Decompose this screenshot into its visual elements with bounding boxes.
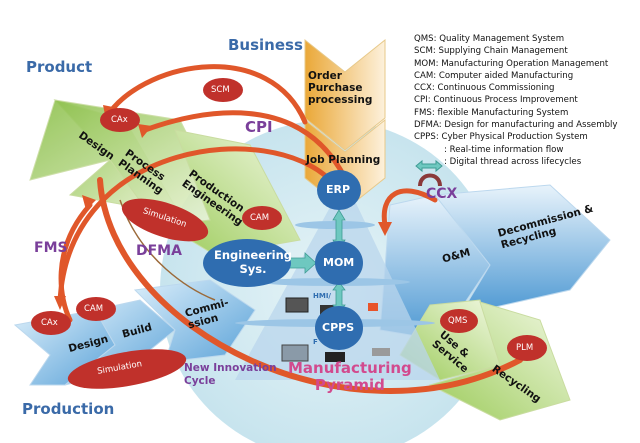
label-engineering-sys: Engineering Sys. xyxy=(214,248,293,276)
ccx-arrow xyxy=(381,188,438,228)
oval-cam-product xyxy=(242,206,282,230)
engineering-mom-arrow xyxy=(287,252,317,274)
legend-realtime-flow: : Real-time information flow xyxy=(444,144,564,155)
legend-item: CPPS: Cyber Physical Production System xyxy=(414,132,588,143)
label-ccx: CCX xyxy=(426,186,458,202)
cpi-arrow xyxy=(142,110,348,181)
node-erp xyxy=(317,170,361,210)
label-hmi: HMI/ xyxy=(313,292,331,300)
label-scm: SCM xyxy=(211,85,230,95)
legend-item: CCX: Continuous Commissioning xyxy=(414,83,555,94)
oval-plm xyxy=(507,335,547,361)
label-cax-product: CAx xyxy=(111,115,128,125)
pyramid-layer-1 xyxy=(295,221,375,229)
label-cax-production: CAx xyxy=(41,318,58,328)
oval-cax-product xyxy=(100,108,140,132)
design-feedback-arrow xyxy=(58,202,93,323)
arrowhead-icon xyxy=(82,195,96,210)
hmi-device-icon xyxy=(285,297,309,313)
legend: QMS: Quality Management System SCM: Supp… xyxy=(414,33,618,168)
oval-qms xyxy=(440,309,478,333)
legend-realtime-flow-icon xyxy=(415,159,443,173)
arrowhead-icon xyxy=(138,124,152,138)
oval-simulation-production xyxy=(67,349,187,389)
oval-simulation-product xyxy=(121,198,209,242)
legend-item: FMS: flexible Manufacturing System xyxy=(414,107,569,118)
label-cpps: CPPS xyxy=(322,321,355,334)
label-erp: ERP xyxy=(326,183,351,196)
stage-order-purchase: Order Purchase processing xyxy=(308,70,373,106)
label-new-innovation-cycle: New Innovation Cycle xyxy=(184,362,277,387)
label-cam-product: CAM xyxy=(250,213,270,223)
label-dfma: DFMA xyxy=(136,243,182,259)
legend-item: DFMA: Design for manufacturing and Assem… xyxy=(414,120,618,131)
alarm-device-icon xyxy=(368,303,378,311)
arrowhead-icon xyxy=(378,222,392,236)
digital-thread-arrows xyxy=(57,64,523,394)
arrowhead-icon xyxy=(54,296,66,310)
nodes xyxy=(203,170,363,350)
node-engineering-sys xyxy=(203,239,291,287)
label-qms: QMS xyxy=(448,316,468,326)
realtime-flow-arrows xyxy=(287,209,346,314)
label-field: F xyxy=(313,338,318,346)
label-plm: PLM xyxy=(516,343,534,353)
ovals xyxy=(31,78,547,389)
label-mom: MOM xyxy=(323,256,355,269)
legend-digital-thread: : Digital thread across lifecycles xyxy=(444,156,582,167)
label-cpi: CPI xyxy=(245,118,273,136)
label-fms: FMS xyxy=(34,240,68,256)
legend-digital-thread-icon xyxy=(418,173,442,187)
section-business: Business xyxy=(228,36,303,54)
node-mom xyxy=(315,241,363,285)
fms-arrow xyxy=(57,146,333,303)
chevron-decommission xyxy=(434,184,611,316)
scm-arrow xyxy=(107,64,308,125)
section-product: Product xyxy=(26,58,93,76)
manufacturing-pyramid-title: Manufacturing Pyramid xyxy=(288,359,412,394)
legend-item: CPI: Continuous Process Improvement xyxy=(414,95,578,106)
legend-item: MOM: Manufacturing Operation Management xyxy=(414,58,609,69)
oval-cax-production xyxy=(31,311,71,335)
chevron-recycling xyxy=(428,301,571,421)
new-innovation-arrow xyxy=(97,177,523,394)
dfma-thread xyxy=(119,199,216,301)
node-cpps xyxy=(315,306,363,350)
stage-job-planning: Job Planning xyxy=(306,154,381,166)
sensor-device-icon xyxy=(372,348,390,356)
legend-item: SCM: Supplying Chain Management xyxy=(414,46,568,57)
legend-item: CAM: Computer aided Manufacturing xyxy=(414,70,574,81)
motor-device-icon xyxy=(325,352,345,362)
section-production: Production xyxy=(22,400,115,418)
plc-device-icon xyxy=(281,344,309,362)
oval-scm xyxy=(203,78,243,102)
legend-item: QMS: Quality Management System xyxy=(414,34,565,44)
oval-cam-production xyxy=(76,297,116,321)
label-cam-production: CAM xyxy=(84,304,104,314)
